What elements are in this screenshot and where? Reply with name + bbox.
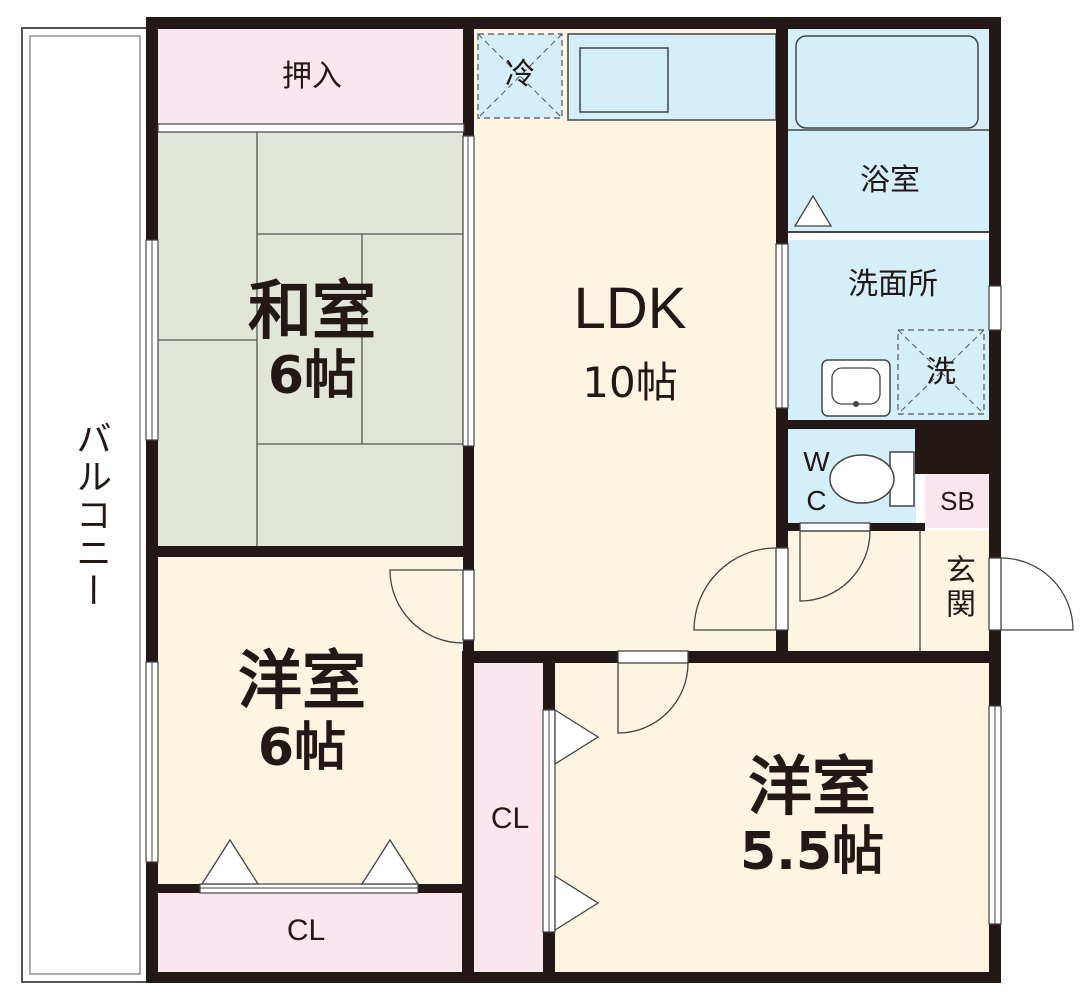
closet-doors — [200, 708, 600, 932]
ldk-name: LDK — [573, 276, 687, 341]
wc-label: WC — [801, 446, 832, 524]
washitsu-size: 6帖 — [267, 346, 357, 406]
sink — [579, 47, 669, 113]
tatami-lines — [157, 132, 467, 547]
ldk-fill — [473, 28, 781, 651]
cl-a-fill — [157, 893, 462, 978]
kitchen-counter — [567, 33, 777, 121]
genkan-label: 玄関 — [940, 554, 975, 622]
swing-doors — [389, 522, 1074, 734]
youshitsu-a-fill — [157, 555, 462, 885]
oshiire-fill — [157, 28, 467, 126]
balcony-area — [21, 27, 149, 983]
oshiire-label: 押入 — [282, 59, 342, 94]
windows — [145, 123, 1002, 925]
senmenjo-label: 洗面所 — [848, 267, 938, 302]
toilet-bowl — [829, 454, 895, 504]
youshitsu-a-size: 6帖 — [257, 718, 347, 778]
genkan-fill — [920, 530, 990, 651]
sb-label: SB — [940, 486, 975, 516]
youshitsu-a-name: 洋室 — [238, 645, 366, 719]
balcony-label: バルコニー — [70, 420, 111, 610]
entry-hall-fill — [788, 530, 920, 651]
washitsu-name: 和室 — [248, 275, 376, 349]
cl-b-fill — [473, 660, 545, 978]
washer-label: 洗 — [926, 355, 956, 390]
yokushitsu-label: 浴室 — [860, 163, 920, 198]
youshitsu-b-name: 洋室 — [748, 751, 876, 825]
bathtub — [795, 35, 979, 129]
fridge-label: 冷 — [505, 57, 535, 92]
cl-a-label: CL — [286, 914, 326, 947]
youshitsu-b-fill — [554, 660, 990, 978]
washbasin — [821, 359, 891, 417]
youshitsu-b-size: 5.5帖 — [739, 822, 885, 882]
sb-fill — [925, 474, 990, 528]
cl-b-label: CL — [490, 802, 530, 835]
fridge-box — [477, 33, 563, 119]
ldk-size: 10帖 — [582, 358, 678, 407]
